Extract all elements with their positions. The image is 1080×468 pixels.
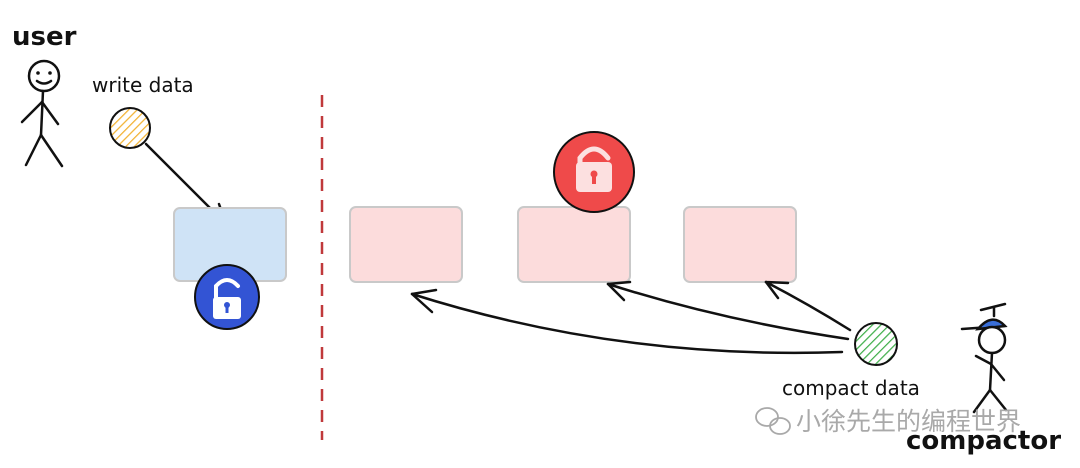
compact-data-token: [854, 322, 898, 366]
compact-arrow-2: [606, 282, 850, 341]
immutable-block-1: [349, 206, 463, 283]
compact-arrows: [410, 280, 852, 355]
red-lock-icon: [553, 131, 635, 213]
user-figure-icon: [20, 59, 64, 168]
compactor-figure-icon: [960, 302, 1008, 414]
immutable-block-2: [517, 206, 631, 283]
compact-arrow-3: [764, 280, 852, 332]
user-label: user: [12, 22, 77, 52]
write-data-label: write data: [92, 73, 194, 97]
compact-data-label: compact data: [782, 376, 920, 400]
compact-arrow-1: [410, 292, 844, 355]
watermark-text: 小徐先生的编程世界: [796, 407, 1021, 436]
blue-lock-icon: [194, 264, 260, 330]
compactor-label: compactor: [906, 426, 1061, 456]
immutable-block-3: [683, 206, 797, 283]
write-data-token: [109, 107, 151, 149]
wechat-icon: [755, 407, 791, 435]
